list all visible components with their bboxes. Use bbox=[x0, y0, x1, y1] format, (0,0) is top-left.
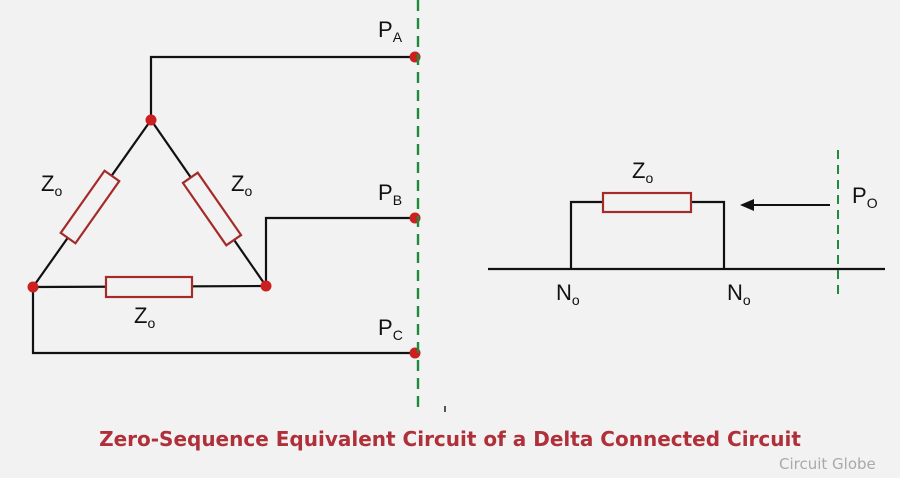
label-z-left: Zo bbox=[41, 171, 62, 199]
label-z-bottom: Zo bbox=[134, 303, 155, 331]
node-left bbox=[27, 281, 39, 293]
label-pa: PA bbox=[378, 17, 403, 45]
label-n-right: No bbox=[727, 280, 751, 308]
label-z-right: Zo bbox=[231, 171, 252, 199]
resistor-left bbox=[59, 169, 121, 245]
resistor-equivalent bbox=[601, 191, 693, 214]
delta-resistors bbox=[59, 169, 243, 299]
label-po: PO bbox=[852, 183, 878, 211]
label-n-left: No bbox=[556, 280, 580, 308]
watermark: Circuit Globe bbox=[779, 455, 876, 473]
label-pc: PC bbox=[378, 315, 403, 343]
label-pb: PB bbox=[378, 180, 402, 208]
node-top bbox=[145, 114, 157, 126]
resistor-bottom bbox=[104, 275, 194, 299]
label-z-equivalent: Zo bbox=[632, 158, 653, 186]
figure-caption: Zero-Sequence Equivalent Circuit of a De… bbox=[99, 427, 801, 451]
node-right bbox=[260, 280, 272, 292]
resistor-right bbox=[181, 171, 243, 247]
arrow-left-icon bbox=[740, 199, 830, 211]
